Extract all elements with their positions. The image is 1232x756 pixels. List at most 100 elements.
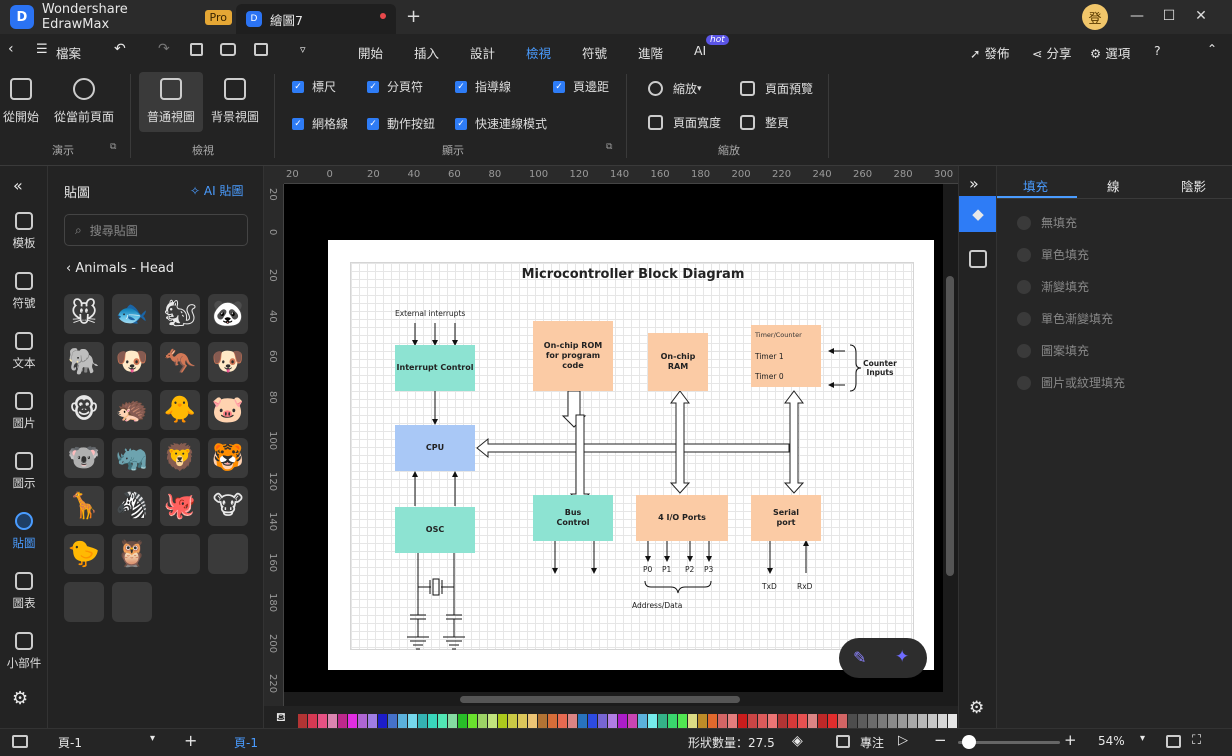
action-buttons-checkbox[interactable]: ✓動作按鈕 xyxy=(367,115,435,132)
nav-images[interactable]: 圖片 xyxy=(0,392,48,431)
help-icon[interactable]: ? xyxy=(1154,43,1161,58)
color-swatch[interactable] xyxy=(468,714,477,728)
sticker-search-input[interactable]: ⌕搜尋貼圖 xyxy=(64,214,248,246)
color-swatch[interactable] xyxy=(858,714,867,728)
color-swatch[interactable] xyxy=(818,714,827,728)
io-ports-block[interactable]: 4 I/O Ports xyxy=(636,495,728,541)
back-icon[interactable]: ‹ xyxy=(8,41,14,57)
color-swatch[interactable] xyxy=(578,714,587,728)
color-swatch[interactable] xyxy=(618,714,627,728)
color-swatch[interactable] xyxy=(378,714,387,728)
bus-control-block[interactable]: Bus Control xyxy=(533,495,613,541)
color-swatch[interactable] xyxy=(388,714,397,728)
sticker-item[interactable]: 🐤 xyxy=(64,534,104,574)
sticker-item[interactable]: 🐭 xyxy=(64,294,104,334)
horizontal-scrollbar[interactable] xyxy=(460,696,740,703)
sticker-item[interactable]: 🦘 xyxy=(160,342,200,382)
more-dropdown-icon[interactable]: ▿ xyxy=(300,43,306,56)
sticker-item[interactable]: 🐮 xyxy=(208,486,248,526)
color-swatch[interactable] xyxy=(908,714,917,728)
color-swatch[interactable] xyxy=(688,714,697,728)
color-swatch[interactable] xyxy=(768,714,777,728)
hamburger-icon[interactable]: ☰ xyxy=(36,42,48,57)
color-swatch[interactable] xyxy=(448,714,457,728)
sticker-item[interactable]: 🦏 xyxy=(112,438,152,478)
ruler-checkbox[interactable]: ✓標尺 xyxy=(292,78,336,95)
menu-design[interactable]: 設計 xyxy=(470,46,496,61)
menu-insert[interactable]: 插入 xyxy=(414,46,440,61)
sticker-item[interactable]: 🐼 xyxy=(208,294,248,334)
interrupt-control-block[interactable]: Interrupt Control xyxy=(395,345,475,391)
nav-templates[interactable]: 模板 xyxy=(0,212,48,251)
color-swatch[interactable] xyxy=(418,714,427,728)
share-button[interactable]: ⋖ 分享 xyxy=(1032,43,1071,62)
color-swatch[interactable] xyxy=(678,714,687,728)
menu-view[interactable]: 檢視 xyxy=(526,43,552,69)
options-button[interactable]: ⚙ 選項 xyxy=(1090,43,1130,62)
nav-stickers[interactable]: 貼圖 xyxy=(0,512,48,551)
margins-checkbox[interactable]: ✓頁邊距 xyxy=(553,78,609,95)
vertical-scrollbar[interactable] xyxy=(946,276,954,576)
page-tab[interactable]: 頁-1 xyxy=(234,736,258,750)
color-swatch[interactable] xyxy=(748,714,757,728)
sticker-item[interactable]: 🐶 xyxy=(208,342,248,382)
page-break-checkbox[interactable]: ✓分頁符 xyxy=(367,78,423,95)
layers-icon[interactable]: ◈ xyxy=(792,733,803,749)
color-swatch[interactable] xyxy=(898,714,907,728)
color-swatch[interactable] xyxy=(478,714,487,728)
color-swatch[interactable] xyxy=(318,714,327,728)
sticker-item[interactable]: 🐘 xyxy=(64,342,104,382)
color-swatch[interactable] xyxy=(458,714,467,728)
color-swatch[interactable] xyxy=(538,714,547,728)
collapse-ribbon-icon[interactable]: ⌃ xyxy=(1207,42,1218,56)
color-swatch[interactable] xyxy=(628,714,637,728)
color-swatch[interactable] xyxy=(848,714,857,728)
tab-line[interactable]: 線 xyxy=(1107,179,1120,194)
page-preview-button[interactable]: 頁面預覽 xyxy=(740,80,813,97)
menu-symbols[interactable]: 符號 xyxy=(582,46,608,61)
fill-option-picture[interactable]: 圖片或紋理填充 xyxy=(1017,374,1125,391)
nav-charts[interactable]: 圖表 xyxy=(0,572,48,611)
fit-page-button[interactable]: 整頁 xyxy=(740,114,789,131)
zoom-level[interactable]: 54% xyxy=(1098,734,1125,748)
fill-bucket-icon[interactable]: ⛾ xyxy=(276,710,286,724)
sticker-item[interactable]: 🦉 xyxy=(112,534,152,574)
tab-fill[interactable]: 填充 xyxy=(1023,179,1049,194)
chevron-down-icon[interactable]: ▾ xyxy=(150,733,156,744)
ai-sparkle-icon[interactable]: ✦ xyxy=(895,647,910,667)
display-expand-icon[interactable]: ⧉ xyxy=(606,142,613,152)
sticker-item[interactable]: 🐶 xyxy=(112,342,152,382)
close-icon[interactable]: ✕ xyxy=(1195,8,1207,24)
fullscreen-icon[interactable]: ⛶ xyxy=(1192,733,1202,748)
color-swatch[interactable] xyxy=(498,714,507,728)
save-icon[interactable] xyxy=(190,43,203,56)
color-swatch[interactable] xyxy=(798,714,807,728)
sticker-item[interactable]: 🐵 xyxy=(64,390,104,430)
color-swatch[interactable] xyxy=(938,714,947,728)
publish-button[interactable]: ➚ 發佈 xyxy=(970,43,1009,62)
focus-mode-label[interactable]: 專注 xyxy=(860,736,885,750)
grid-checkbox[interactable]: ✓網格線 xyxy=(292,115,348,132)
fill-option-none[interactable]: 無填充 xyxy=(1017,214,1077,231)
color-swatch[interactable] xyxy=(928,714,937,728)
color-swatch[interactable] xyxy=(668,714,677,728)
sticker-item[interactable]: 🐟 xyxy=(112,294,152,334)
color-swatch[interactable] xyxy=(838,714,847,728)
page-selector[interactable]: 頁-1 xyxy=(58,736,82,750)
print-icon[interactable] xyxy=(220,43,236,56)
color-swatch[interactable] xyxy=(428,714,437,728)
read-mode-icon[interactable] xyxy=(1166,735,1181,748)
color-swatch[interactable] xyxy=(438,714,447,728)
color-swatch[interactable] xyxy=(918,714,927,728)
color-swatch[interactable] xyxy=(828,714,837,728)
color-swatch[interactable] xyxy=(868,714,877,728)
color-swatch[interactable] xyxy=(398,714,407,728)
tab-shadow[interactable]: 陰影 xyxy=(1181,179,1207,194)
color-swatch[interactable] xyxy=(548,714,557,728)
zoom-out-icon[interactable]: − xyxy=(934,731,947,749)
color-swatch[interactable] xyxy=(778,714,787,728)
sticker-item[interactable]: 🦔 xyxy=(112,390,152,430)
zoom-slider-handle[interactable] xyxy=(962,735,976,749)
settings-gear-icon[interactable]: ⚙ xyxy=(12,688,29,709)
magic-wand-icon[interactable]: ✎ xyxy=(853,648,867,667)
